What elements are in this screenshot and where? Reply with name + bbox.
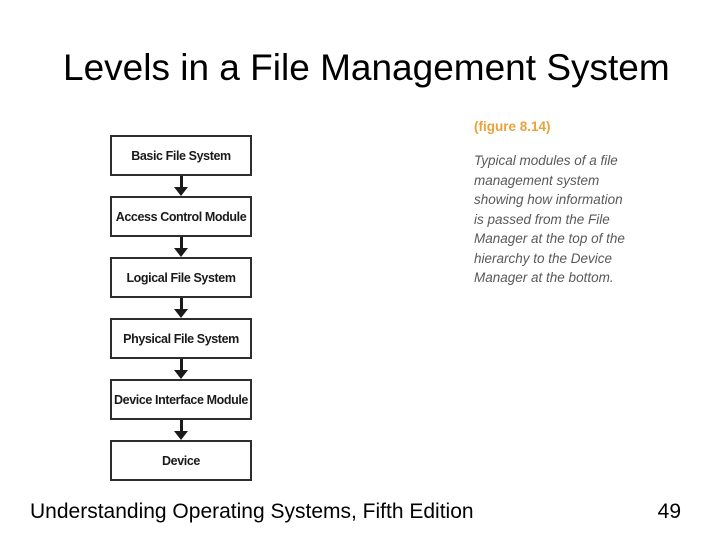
flowchart-box-logical-file-system: Logical File System [110, 257, 252, 298]
arrow-head [174, 187, 188, 196]
arrow-head [174, 309, 188, 318]
down-arrow-icon [110, 237, 252, 257]
flowchart-box-device: Device [110, 440, 252, 481]
arrow-shaft [179, 359, 183, 370]
arrow-shaft [179, 420, 183, 431]
slide-footer: Understanding Operating Systems, Fifth E… [30, 500, 681, 524]
figure-caption: (figure 8.14) Typical modules of a file … [474, 119, 654, 288]
down-arrow-icon [110, 420, 252, 440]
arrow-head [174, 248, 188, 257]
arrow-head [174, 431, 188, 440]
arrow-head [174, 370, 188, 379]
page-title: Levels in a File Management System [63, 47, 670, 88]
arrow-shaft [179, 298, 183, 309]
file-management-flowchart: Basic File System Access Control Module … [110, 135, 252, 481]
footer-book-title: Understanding Operating Systems, Fifth E… [30, 500, 474, 523]
arrow-shaft [179, 176, 183, 187]
arrow-shaft [179, 237, 183, 248]
down-arrow-icon [110, 176, 252, 196]
figure-caption-body: Typical modules of a file management sys… [474, 153, 625, 285]
down-arrow-icon [110, 359, 252, 379]
flowchart-box-device-interface-module: Device Interface Module [110, 379, 252, 420]
down-arrow-icon [110, 298, 252, 318]
flowchart-box-basic-file-system: Basic File System [110, 135, 252, 176]
flowchart-box-physical-file-system: Physical File System [110, 318, 252, 359]
flowchart-box-access-control-module: Access Control Module [110, 196, 252, 237]
figure-caption-heading: (figure 8.14) [474, 119, 551, 134]
footer-page-number: 49 [657, 500, 681, 523]
